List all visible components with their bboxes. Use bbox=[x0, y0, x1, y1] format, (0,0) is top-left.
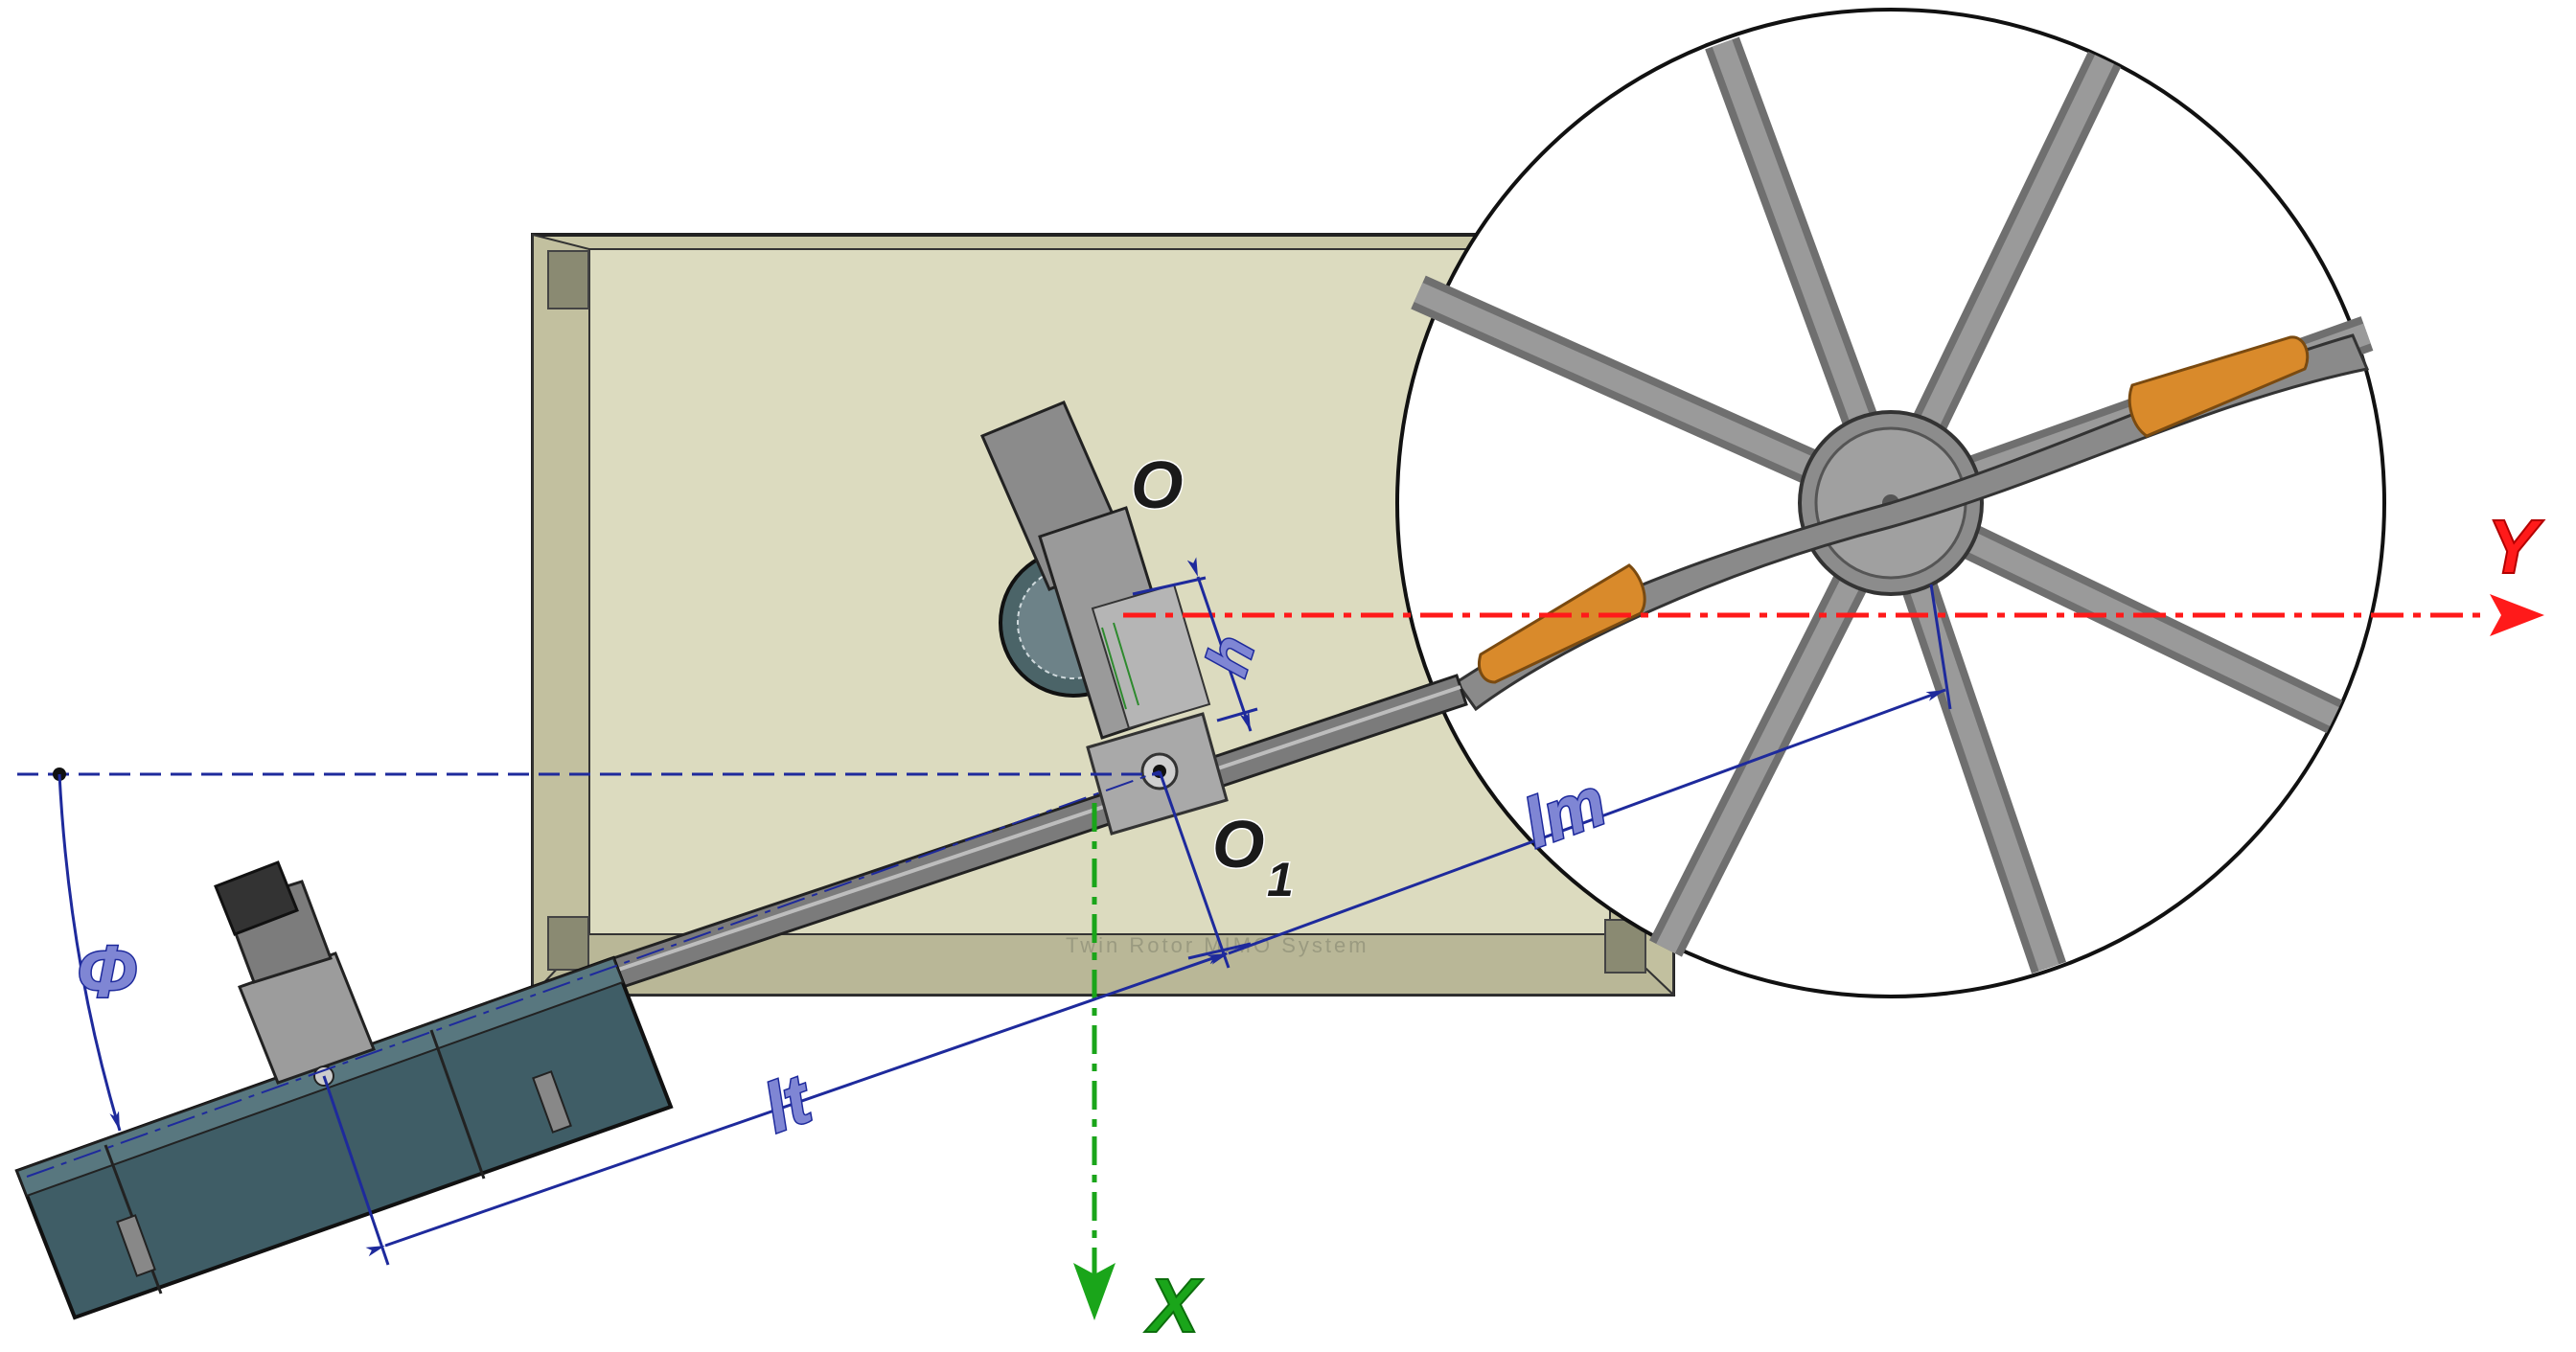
y-axis-label: Y bbox=[2487, 504, 2544, 589]
phi-label: Φ bbox=[77, 931, 137, 1013]
y-axis bbox=[1123, 594, 2544, 636]
phi-angle-arc bbox=[58, 773, 122, 1132]
pivot-label: O bbox=[1212, 807, 1264, 882]
origin-label: O bbox=[1131, 447, 1183, 522]
pivot-label-subscript: 1 bbox=[1267, 853, 1294, 906]
lt-dimension bbox=[322, 942, 1252, 1266]
lm-dimension bbox=[1158, 584, 1952, 969]
x-axis-label: X bbox=[1144, 1263, 1204, 1348]
lt-label: lt bbox=[754, 1060, 823, 1147]
